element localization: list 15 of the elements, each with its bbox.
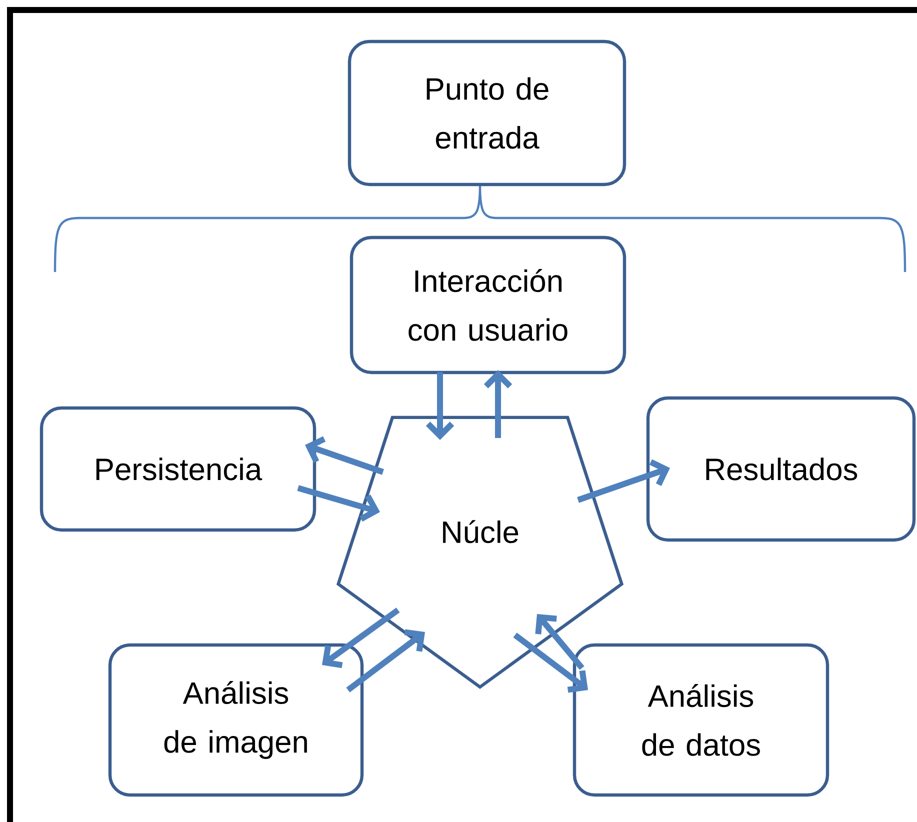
arrow	[513, 632, 588, 693]
process-box: Análisis de imagen	[108, 643, 364, 797]
process-box: Persistencia	[40, 406, 316, 532]
arrow	[426, 372, 454, 440]
process-box: Interacción con usuario	[350, 236, 626, 374]
arrow	[535, 614, 584, 670]
process-box: Punto de entrada	[348, 40, 626, 186]
arrow	[577, 459, 670, 503]
arrow	[484, 370, 512, 438]
arrow	[297, 485, 380, 522]
arrow	[322, 608, 400, 668]
process-box: Resultados	[646, 396, 916, 542]
arrow	[346, 629, 425, 692]
arrow	[305, 436, 384, 475]
process-box: Análisis de datos	[572, 643, 830, 797]
